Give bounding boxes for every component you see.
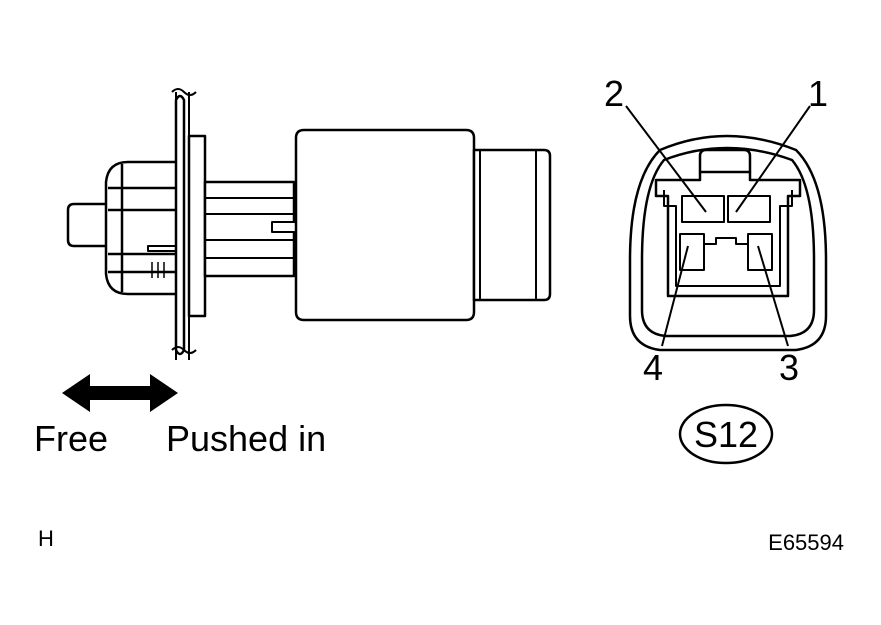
pin-label-3: 3	[779, 347, 799, 388]
stroke-direction-arrow	[62, 374, 178, 412]
terminal-1	[727, 195, 771, 223]
terminal-2	[681, 195, 725, 223]
terminal-4	[679, 233, 705, 271]
pin-label-4: 4	[643, 347, 663, 388]
switch-body	[294, 128, 476, 322]
pin-leaders	[625, 105, 811, 347]
switch-neck	[203, 180, 296, 278]
switch-connector-housing	[472, 148, 552, 302]
pin-label-1: 1	[808, 73, 828, 114]
switch-plunger	[66, 202, 106, 248]
pushed-in-label: Pushed in	[166, 418, 326, 459]
free-label: Free	[34, 418, 108, 459]
switch-flange	[187, 134, 207, 318]
connector-front-view	[628, 134, 828, 352]
connector-code: S12	[694, 414, 758, 455]
connector-inner-shell	[640, 146, 816, 338]
stop-light-switch	[66, 88, 552, 360]
figure-id: E65594	[768, 530, 844, 555]
connector-lock-lug	[698, 148, 752, 172]
leader-pin-1	[735, 105, 811, 213]
leader-pin-3	[757, 245, 789, 347]
connector-cavity	[654, 170, 802, 298]
mounting-bracket	[174, 94, 186, 356]
switch-nut	[104, 160, 184, 296]
leader-pin-2	[625, 105, 707, 213]
corner-letter: H	[38, 526, 54, 551]
pin-label-2: 2	[604, 73, 624, 114]
terminal-3	[747, 233, 773, 271]
leader-pin-4	[661, 245, 689, 347]
center-key	[704, 237, 748, 245]
connector-code-oval	[678, 403, 774, 465]
